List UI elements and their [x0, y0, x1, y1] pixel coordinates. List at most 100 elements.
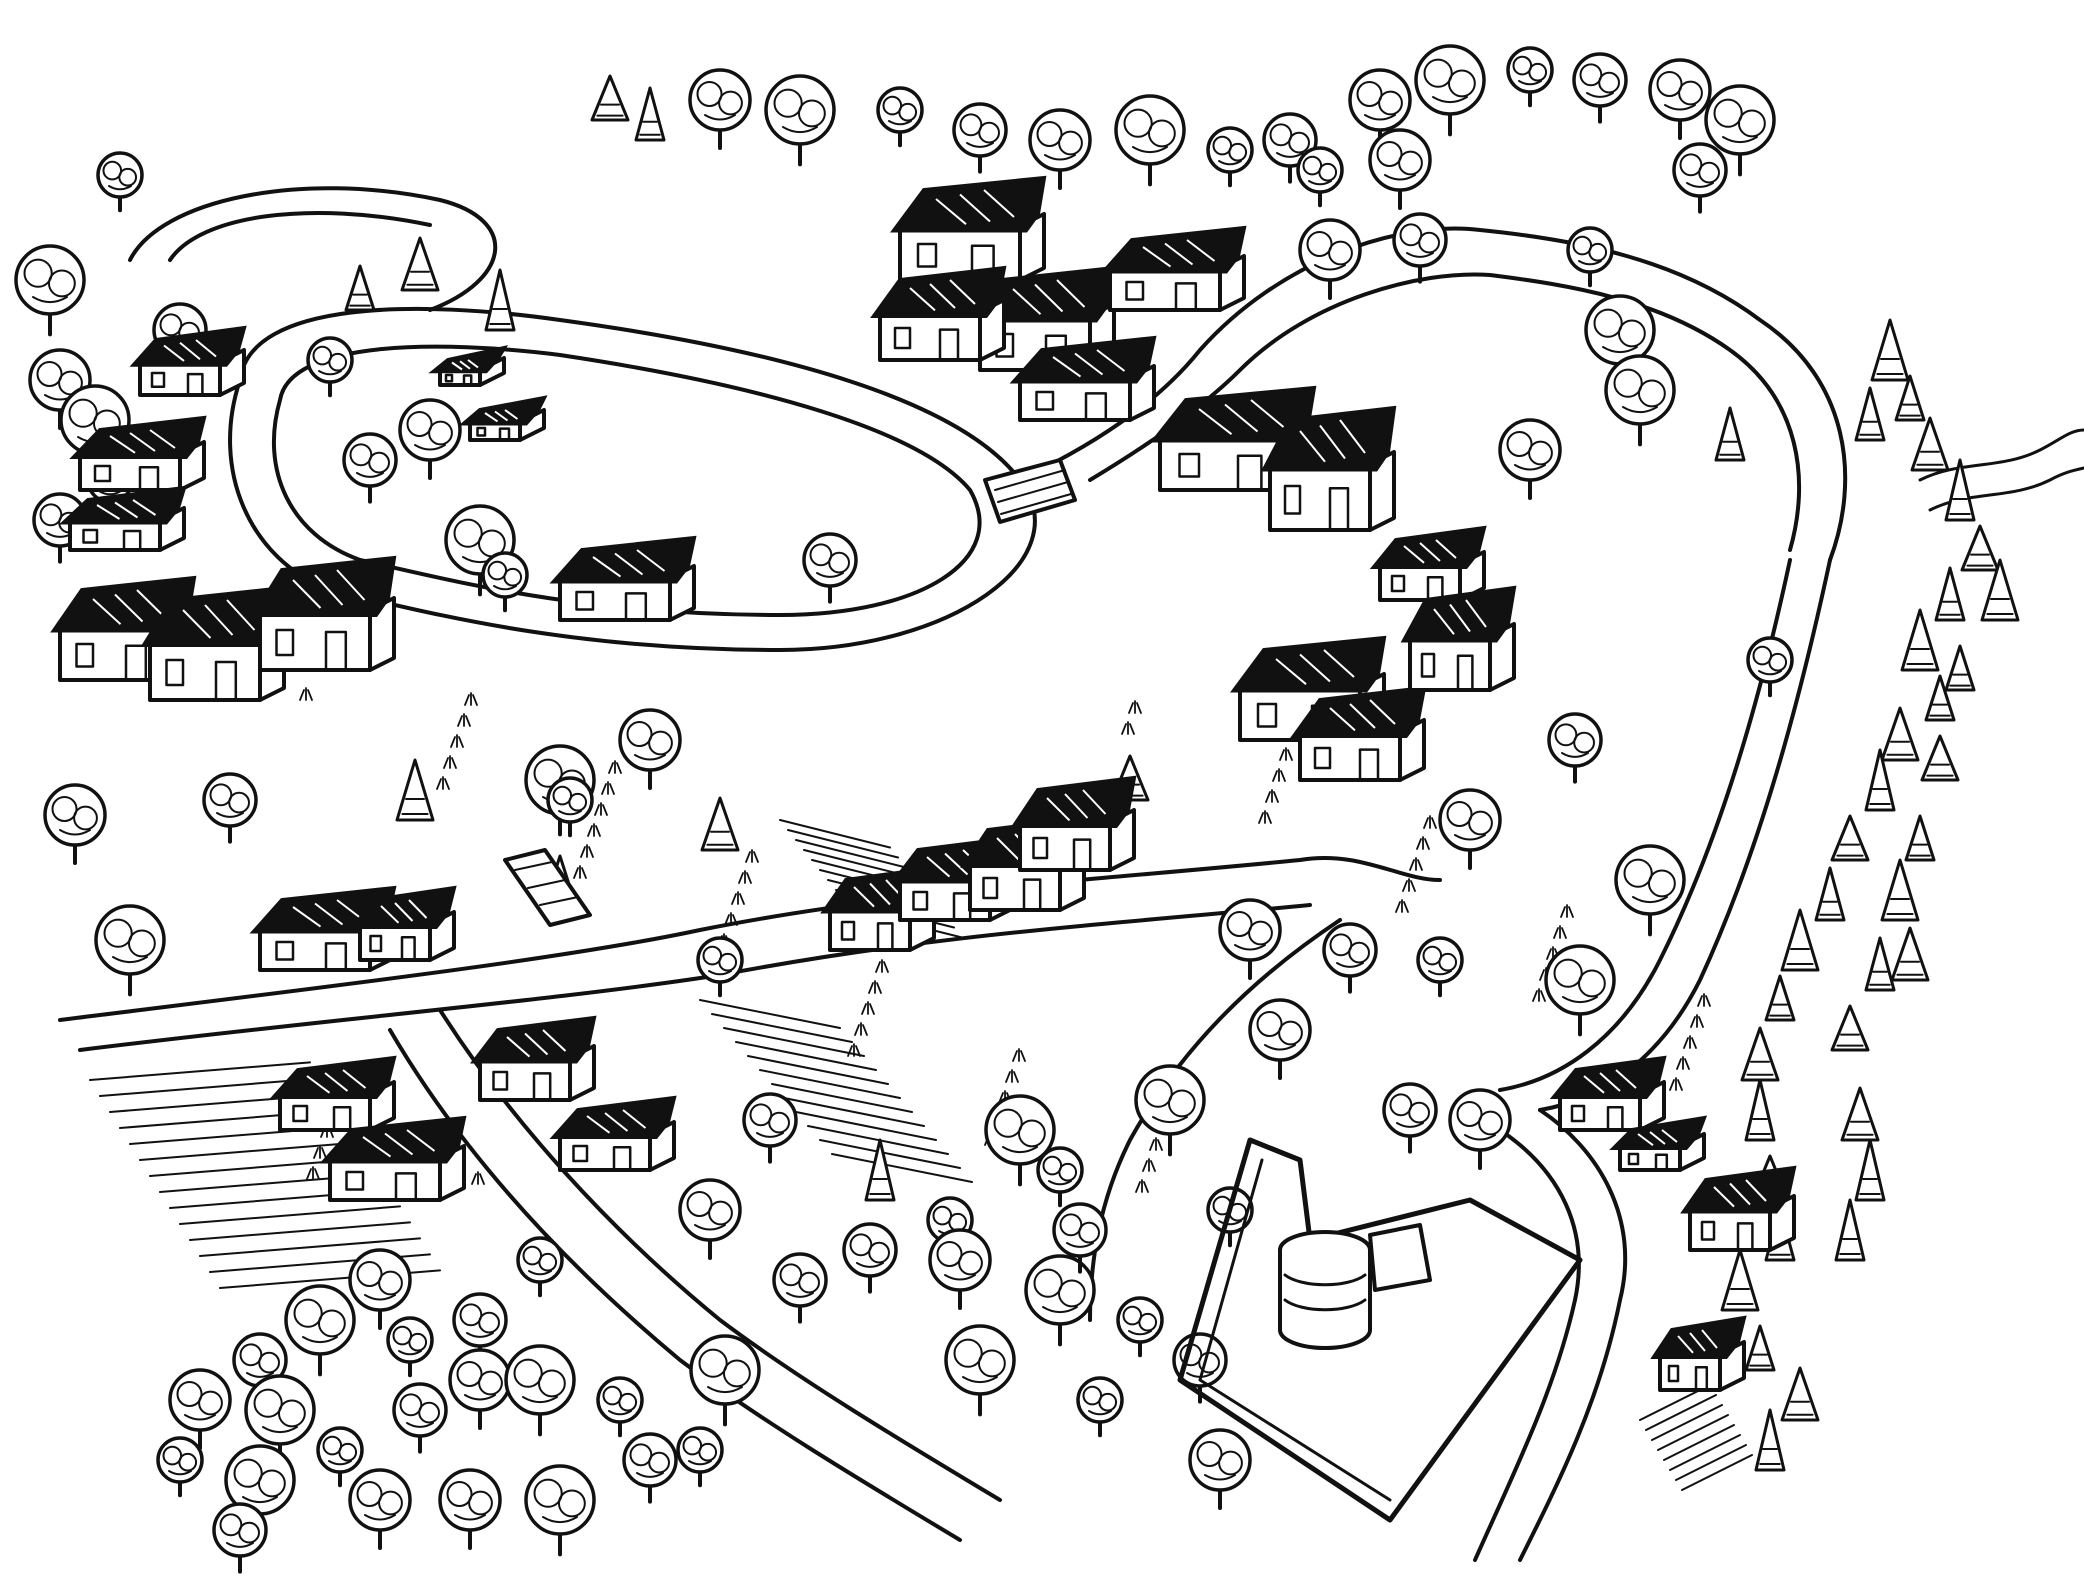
pine-tree [1924, 674, 1956, 722]
bridge-north [983, 458, 1077, 524]
tree [1296, 146, 1344, 208]
pine-tree [1780, 908, 1820, 972]
pine-tree [1744, 1078, 1776, 1142]
tree [504, 1344, 576, 1437]
tree [1572, 52, 1628, 124]
grass-tuft [724, 912, 738, 926]
tree [168, 1368, 232, 1450]
pine-tree [1890, 926, 1930, 982]
tree [438, 1468, 502, 1550]
crop-row [1645, 1394, 1717, 1431]
house [319, 1115, 467, 1202]
crop-row [779, 819, 891, 849]
tree [1298, 218, 1362, 300]
walled-compound [1177, 1137, 1583, 1523]
grass-tuft [1005, 1069, 1019, 1083]
tree [342, 432, 398, 504]
tree [1506, 46, 1554, 108]
diagonal-road [1088, 918, 1342, 1322]
tree [678, 1178, 742, 1260]
house [1290, 685, 1427, 782]
tree [1368, 128, 1432, 210]
tree [1672, 142, 1728, 214]
crop-row [771, 1083, 913, 1113]
tree [1438, 788, 1502, 870]
tree [348, 1248, 412, 1330]
pine-tree [1864, 748, 1896, 812]
pine-tree [1830, 814, 1870, 862]
tree [1614, 844, 1686, 937]
tree [524, 1464, 596, 1557]
tree [1544, 944, 1616, 1037]
grass-tuft [580, 844, 594, 858]
crop-row [747, 1055, 889, 1085]
tree [156, 1436, 204, 1498]
pine-tree [1904, 814, 1936, 862]
grass-tuft [1142, 1158, 1156, 1172]
crop-row [89, 1061, 311, 1081]
crop-row [795, 1111, 937, 1141]
house [890, 175, 1047, 282]
grass-tuft [306, 1166, 320, 1180]
pine-tree [1894, 374, 1926, 422]
house [269, 1055, 397, 1132]
tree [842, 1222, 898, 1294]
pine-tree [1840, 1086, 1880, 1142]
house [1010, 775, 1137, 872]
pine-tree [1754, 1408, 1786, 1472]
tree [1448, 1088, 1512, 1170]
pine-tree [1780, 1366, 1820, 1422]
tree [448, 1348, 512, 1430]
grass-tuft [587, 823, 601, 837]
crop-row [699, 999, 841, 1029]
south-road-edge [438, 1008, 1002, 1502]
grass-tuft [1423, 815, 1437, 829]
tree [1382, 1082, 1438, 1154]
tree [1704, 84, 1776, 177]
buildings [50, 175, 1797, 1392]
grass-tuft [1683, 1035, 1697, 1049]
tree [618, 708, 682, 790]
grass-tuft [450, 734, 464, 748]
tree [94, 904, 166, 997]
tree [1584, 294, 1656, 387]
house [1260, 405, 1397, 532]
house [249, 885, 397, 972]
roads [58, 186, 1848, 1562]
silo [1278, 1223, 1432, 1350]
tree [944, 1324, 1016, 1417]
grass-tuft [854, 1022, 868, 1036]
grass-tuft [875, 959, 889, 973]
grass-tuft [1149, 1137, 1163, 1151]
tree [1392, 212, 1448, 284]
house [140, 585, 287, 702]
top-left-loop-road [128, 186, 497, 312]
tree [596, 1376, 644, 1438]
bridge-west [503, 848, 592, 927]
pine-tree [1714, 406, 1746, 462]
crop-row [819, 1139, 961, 1169]
grass-tuft [1553, 925, 1567, 939]
right-side-road-edge [1498, 558, 1792, 1092]
tree [212, 1502, 268, 1574]
tree [96, 151, 144, 213]
tree [1416, 936, 1464, 998]
tree [772, 1252, 828, 1324]
crop-row [179, 1205, 401, 1225]
pine-tree [400, 236, 440, 292]
grass-tuft [1265, 789, 1279, 803]
crop-row [1651, 1404, 1723, 1441]
tree [1348, 68, 1412, 150]
house [1369, 525, 1487, 602]
pine-tree [1720, 1248, 1760, 1312]
grass-tuft [861, 1001, 875, 1015]
pine-tree [1744, 1324, 1776, 1372]
grass-tuft [1258, 810, 1272, 824]
tree [1566, 226, 1614, 288]
grass-tuft [313, 1145, 327, 1159]
crop-row [787, 829, 899, 859]
tree [952, 102, 1008, 174]
right-side-road [1538, 558, 1832, 1112]
grass-tuft [1532, 988, 1546, 1002]
